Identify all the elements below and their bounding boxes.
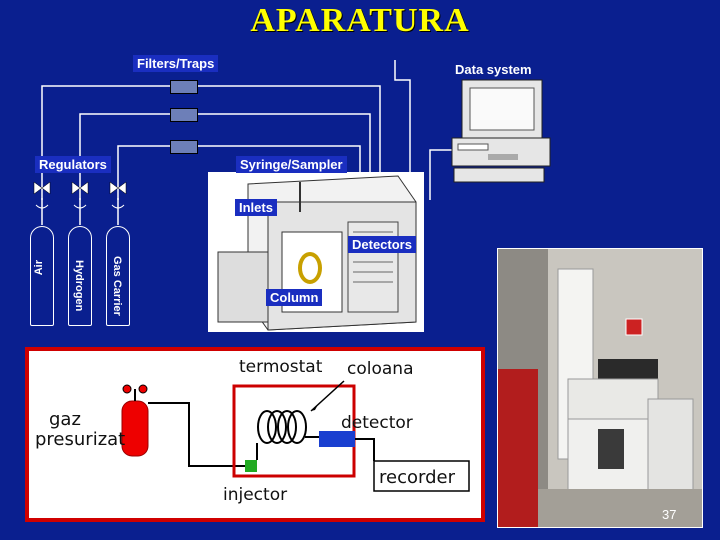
schematic-drawing <box>121 380 470 492</box>
regulators-label: Regulators <box>35 156 111 173</box>
detector-label: detector <box>341 413 413 433</box>
page-title: APARATURA <box>250 2 470 39</box>
injector-label: injector <box>223 485 288 505</box>
presurizat-label: presurizat <box>35 429 126 450</box>
trap-1 <box>170 80 198 94</box>
data-system-label: Data system <box>455 62 532 77</box>
inlets-label: Inlets <box>235 199 277 216</box>
gas-carrier-label: Gas Carrier <box>111 256 123 316</box>
syringe-sampler-label: Syringe/Sampler <box>236 156 347 173</box>
gc-schematic: termostat coloana gaz presurizat detecto… <box>25 347 485 522</box>
gas-carrier-cylinder <box>106 226 130 326</box>
trap-2 <box>170 108 198 122</box>
hydrogen-label: Hydrogen <box>73 260 85 312</box>
computer-icon <box>451 79 551 183</box>
recorder-label: recorder <box>379 467 455 488</box>
page-number: 37 <box>662 507 677 522</box>
trap-3 <box>170 140 198 154</box>
detectors-label: Detectors <box>348 236 416 253</box>
gaz-label: gaz <box>49 409 81 430</box>
filters-traps-label: Filters/Traps <box>133 55 219 72</box>
column-label: Column <box>266 289 323 306</box>
hydrogen-cylinder <box>68 226 92 326</box>
lab-photo <box>497 248 703 528</box>
termostat-label: termostat <box>239 357 323 377</box>
coloana-label: coloana <box>347 359 414 379</box>
air-cylinder <box>30 226 54 326</box>
air-label: Air <box>33 260 45 276</box>
